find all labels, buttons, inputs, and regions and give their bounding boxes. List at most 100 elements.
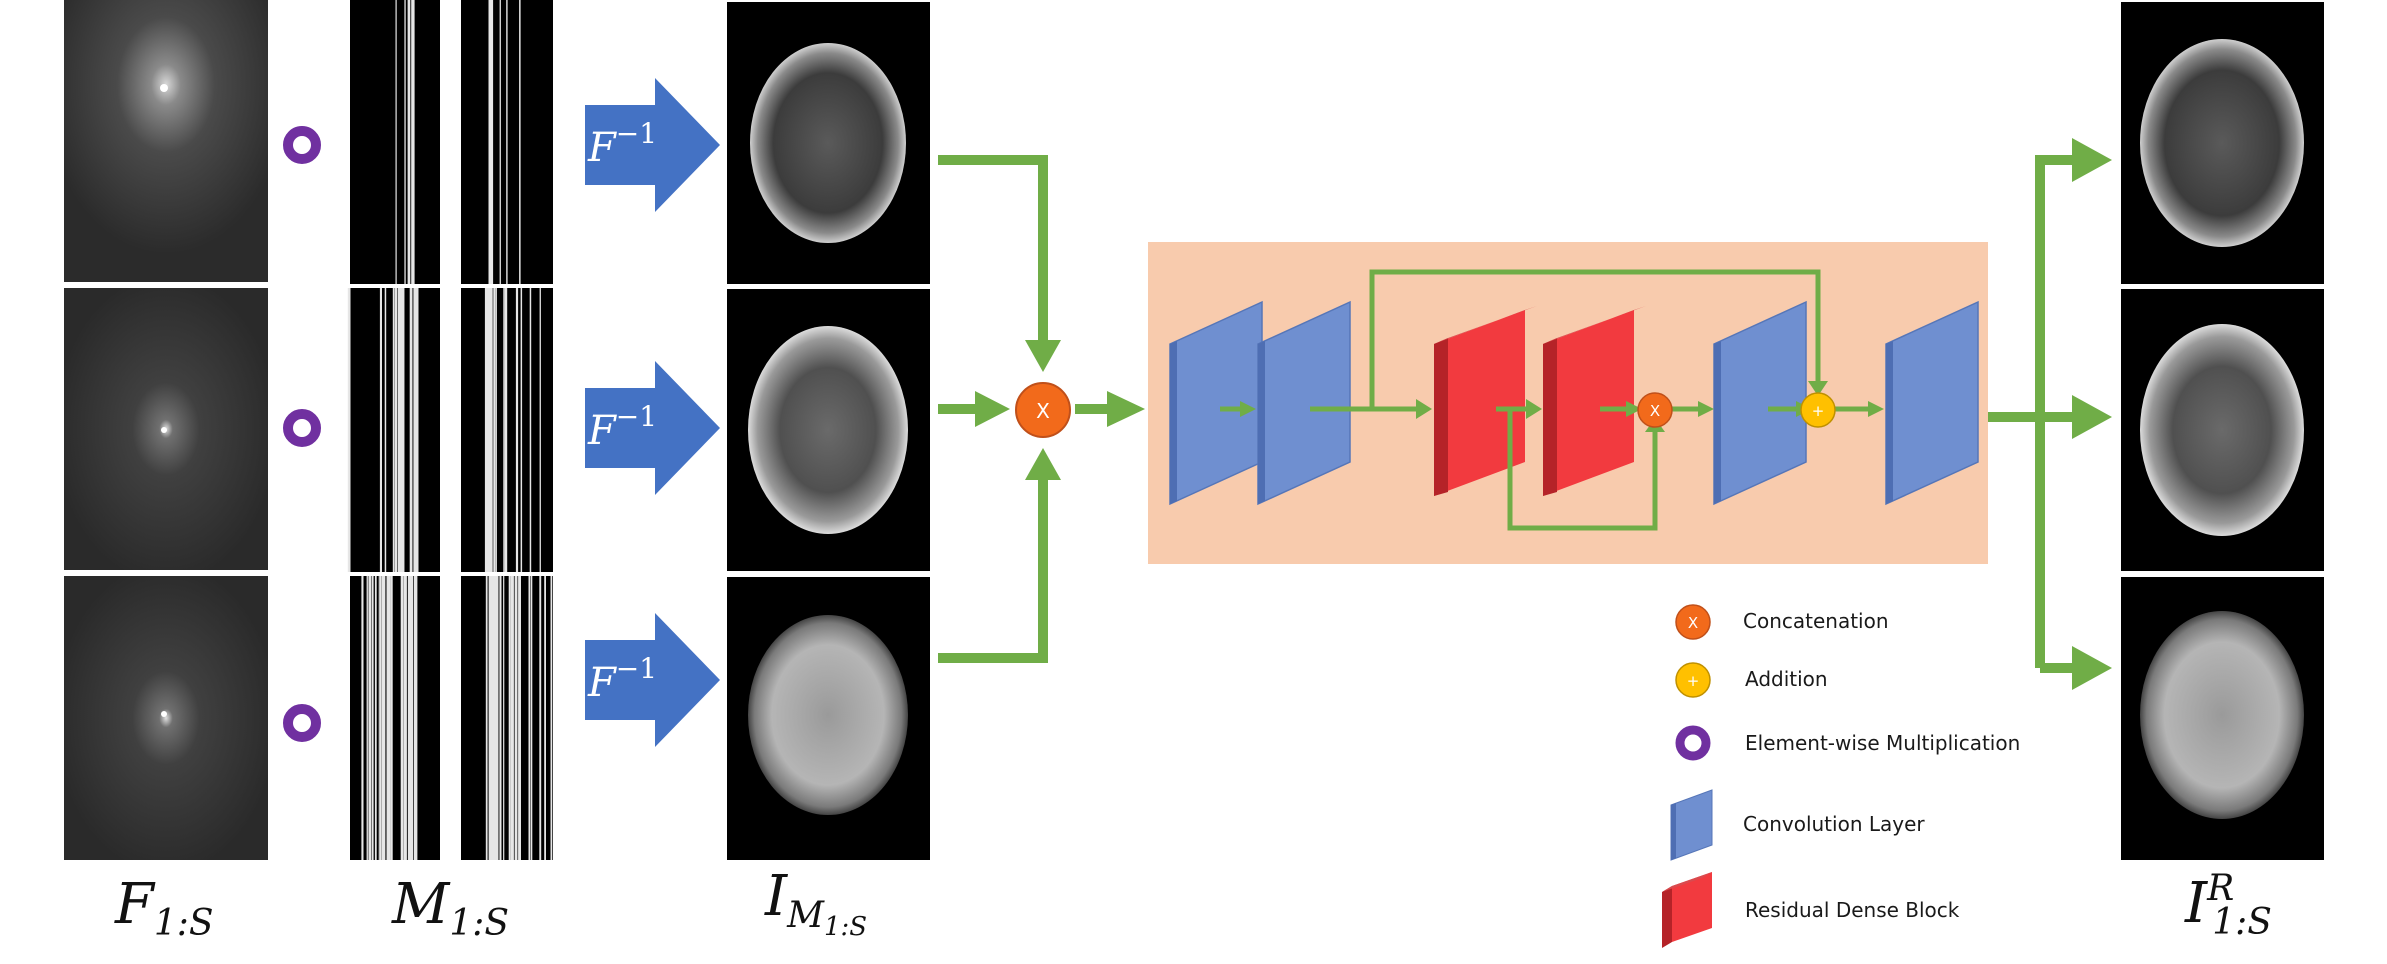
brain-flair-sharp	[2140, 611, 2304, 819]
kspace-image-1	[64, 0, 268, 282]
addition-icon	[1800, 392, 1836, 428]
legend-label-addition: Addition	[1745, 667, 1828, 691]
mask-line	[494, 576, 497, 860]
arrowhead-right-network	[1107, 391, 1145, 427]
brain-flair-blurred	[748, 615, 908, 815]
inverse-fourier-arrow-2	[585, 361, 720, 495]
mask-line	[347, 288, 351, 572]
convolution-layer-icon	[1670, 789, 1713, 861]
concatenation-icon	[1015, 382, 1071, 438]
mask-line	[511, 576, 514, 860]
arrowhead-up	[1025, 448, 1061, 480]
label-undersampled: IM1:S	[765, 864, 867, 942]
mask-line	[520, 288, 523, 572]
label-mask-sub: 1:S	[449, 903, 510, 944]
kspace-center-1	[160, 84, 168, 92]
mask-line	[368, 576, 372, 860]
mask-line	[403, 576, 405, 860]
brain-t2-sharp	[2140, 324, 2304, 536]
mask-line	[409, 576, 411, 860]
arrowhead-output-1	[2072, 138, 2112, 182]
element-wise-multiplication-icon	[1675, 725, 1711, 761]
label-mask: M1:S	[392, 872, 509, 944]
mask-3b	[461, 576, 553, 860]
mask-line	[384, 288, 387, 572]
mask-line	[544, 576, 546, 860]
mask-line	[489, 0, 492, 284]
mask-line	[489, 576, 492, 860]
mask-line	[518, 576, 521, 860]
rdb-2	[1543, 306, 1646, 496]
conv-layer-3	[1713, 300, 1807, 506]
mask-line	[519, 0, 521, 284]
mask-line	[382, 576, 386, 860]
reconstructed-images	[2121, 2, 2324, 860]
arrowhead-output-3	[2072, 646, 2112, 690]
inverse-fourier-arrows	[585, 78, 720, 747]
kspace-images	[64, 0, 268, 860]
mask-line	[413, 288, 417, 572]
mask-line	[515, 576, 518, 860]
output-arrows	[1988, 155, 2080, 673]
concatenation-symbol: X	[1036, 399, 1050, 423]
fourier-exponent: −1	[615, 400, 658, 433]
mask-line	[503, 288, 505, 572]
fourier-symbol: F	[588, 125, 616, 171]
mask-line	[506, 0, 508, 284]
label-undersampled-sub-base: M	[787, 895, 824, 936]
output-arrowheads	[2072, 138, 2112, 690]
label-reconstructed: IR1:S	[2185, 868, 2272, 943]
legend-label-element-wise-multiplication: Element-wise Multiplication	[1745, 731, 2021, 755]
legend-icons: X +	[1662, 604, 1713, 948]
arrowhead-output-2	[2072, 395, 2112, 439]
mask-line	[407, 0, 411, 284]
mask-line	[398, 288, 401, 572]
mask-line	[528, 576, 531, 860]
mask-line	[390, 576, 393, 860]
mask-line	[366, 576, 368, 860]
mask-line	[379, 288, 382, 572]
element-wise-multiplication-icon	[283, 409, 321, 447]
mask-line	[392, 288, 395, 572]
mask-line	[496, 576, 499, 860]
inverse-fourier-arrow-3	[585, 613, 720, 747]
mask-images	[347, 0, 553, 860]
fourier-exponent: −1	[615, 117, 658, 150]
addition-symbol: +	[1812, 402, 1825, 420]
fourier-symbol: F	[588, 408, 616, 454]
concatenation-icon	[1637, 392, 1673, 428]
input-arrows	[938, 155, 1112, 663]
mask-line	[529, 288, 532, 572]
inverse-fourier-label-1: F−1	[588, 117, 657, 171]
mask-line	[378, 576, 380, 860]
mask-line	[539, 288, 541, 572]
conv-layer-2	[1257, 300, 1351, 506]
fourier-exponent: −1	[615, 652, 658, 685]
mask-line	[416, 288, 419, 572]
addition-symbol: +	[1687, 672, 1700, 690]
label-undersampled-sub-sub: 1:S	[824, 912, 868, 942]
mask-line	[539, 576, 542, 860]
mask-line	[485, 576, 488, 860]
legend-label-convolution-layer: Convolution Layer	[1743, 812, 1925, 836]
brain-t2-blurred	[748, 326, 908, 534]
concatenation-icon	[1675, 604, 1711, 640]
residual-dense-block-icon	[1662, 872, 1712, 948]
mask-line	[388, 576, 391, 860]
brain-t1-blurred	[750, 43, 906, 243]
mask-line	[410, 288, 413, 572]
label-kspace-base: F	[115, 872, 154, 937]
mask-line	[491, 0, 494, 284]
mask-line	[386, 576, 389, 860]
mask-line	[379, 576, 382, 860]
input-arrowheads	[975, 340, 1145, 480]
arrowhead-right-mid	[975, 391, 1010, 427]
mask-line	[411, 0, 414, 284]
mask-line	[374, 576, 377, 860]
legend-label-concatenation: Concatenation	[1743, 609, 1889, 633]
mask-line	[361, 576, 364, 860]
mask-line	[415, 576, 417, 860]
mask-line	[499, 0, 501, 284]
